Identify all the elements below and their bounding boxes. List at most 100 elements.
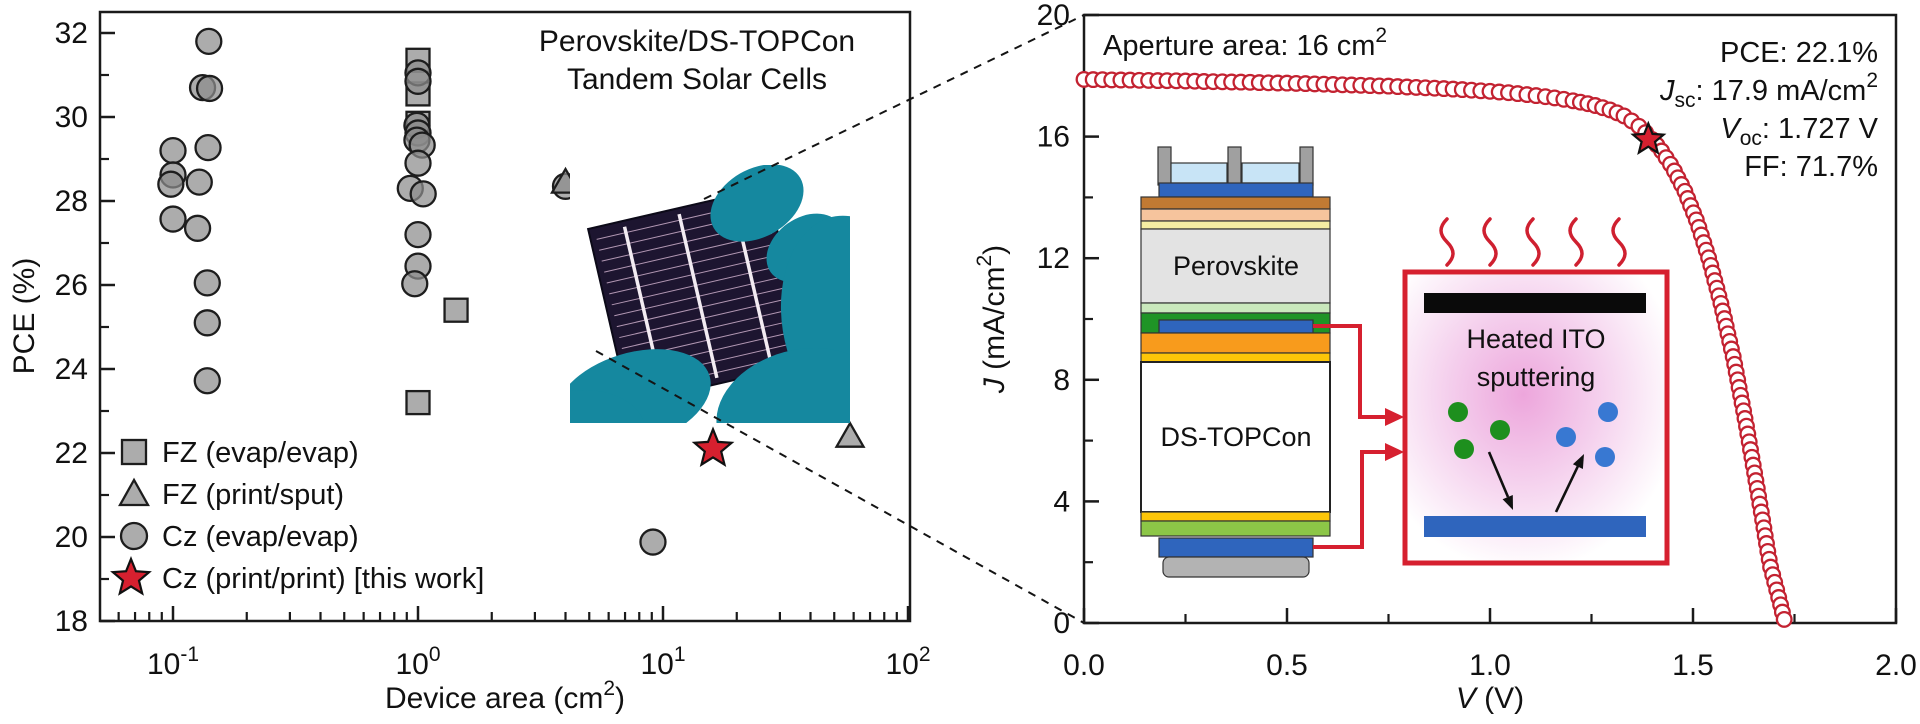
sputter-arrow-up <box>1554 465 1580 513</box>
left-x-tick-label: 100 <box>395 643 440 681</box>
stat-pce: PCE: 22.1% <box>1720 37 1878 69</box>
left-x-tick-label: 10-1 <box>147 643 199 681</box>
module-photo <box>570 165 850 423</box>
stack-layer <box>1157 146 1172 186</box>
stack-layer <box>1170 162 1228 184</box>
scatter-point-circle <box>195 74 224 103</box>
heat-squiggle <box>1611 217 1627 267</box>
right-x-axis-label: V (V) <box>1456 682 1524 715</box>
scatter-point-star <box>691 426 735 467</box>
right-x-tick-label: 0.5 <box>1266 649 1308 682</box>
red-connector-line <box>1313 450 1386 549</box>
stat-jsc: Jsc: 17.9 mA/cm2 <box>1659 69 1878 112</box>
scatter-point-circle <box>159 205 187 233</box>
left-y-axis-label: PCE (%) <box>8 258 41 375</box>
sputter-box-border <box>1402 269 1670 566</box>
stack-layer <box>1140 352 1331 363</box>
right-y-tick-label: 12 <box>1037 242 1070 275</box>
stack-layer <box>1140 332 1331 354</box>
right-x-tick-label: 0.0 <box>1063 649 1105 682</box>
left-x-axis-label: Device area (cm2) <box>385 677 625 715</box>
glove-shape <box>716 348 850 423</box>
stack-layer <box>1158 319 1314 334</box>
stack-layer <box>1227 146 1242 186</box>
scatter-point-circle <box>404 67 432 95</box>
left-x-axis-label-sup: 2 <box>603 677 615 700</box>
topcon-layer-label: DS-TOPCon <box>1160 422 1311 452</box>
stack-layer <box>1140 220 1331 230</box>
stack-layer <box>1158 537 1314 558</box>
scatter-point-circle <box>193 367 221 395</box>
sputter-particle-blue <box>1598 402 1618 422</box>
right-y-tick-label: 4 <box>1053 485 1070 518</box>
legend-triangle-marker <box>118 477 150 507</box>
left-y-tick-label: 22 <box>55 437 88 470</box>
sputter-substrate-bar <box>1424 516 1646 537</box>
stack-layer <box>1241 162 1300 184</box>
right-y-axis-symbol: J <box>978 377 1011 394</box>
scatter-point-circle <box>401 270 429 298</box>
left-x-axis-label-close: ) <box>615 682 625 715</box>
stat-ff: FF: 71.7% <box>1744 151 1878 183</box>
mpp-star-marker <box>1630 120 1667 155</box>
dashed-callout-top <box>703 14 1085 200</box>
scatter-point-circle <box>193 309 221 337</box>
scatter-point-circle <box>404 149 432 177</box>
left-x-tick-label: 101 <box>640 643 685 681</box>
stat-jsc-sub: sc <box>1674 89 1695 112</box>
left-y-tick-label: 28 <box>55 185 88 218</box>
left-y-tick-label: 20 <box>55 521 88 554</box>
stack-layer <box>1140 361 1331 513</box>
stat-voc-value: : 1.727 V <box>1762 113 1879 145</box>
scatter-point-circle <box>404 220 432 249</box>
legend-label-fz-print: FZ (print/sput) <box>162 479 344 511</box>
right-x-tick-label: 2.0 <box>1875 649 1917 682</box>
sputter-particle-blue <box>1556 427 1576 447</box>
sputter-target-bar <box>1424 293 1646 313</box>
scatter-point-square <box>405 389 431 416</box>
left-title-line1: Perovskite/DS-TOPCon <box>539 25 855 58</box>
cell-busbar-line <box>677 213 719 379</box>
stat-voc-sub: oc <box>1740 127 1762 150</box>
stat-jsc-symbol: J <box>1659 75 1675 107</box>
left-y-tick-label: 32 <box>55 17 88 50</box>
stat-jsc-value: : 17.9 mA/cm <box>1695 75 1866 107</box>
right-y-tick-label: 16 <box>1037 121 1070 154</box>
left-y-tick-label: 30 <box>55 101 88 134</box>
stat-voc: Voc: 1.727 V <box>1720 113 1878 150</box>
heat-squiggle <box>1568 217 1584 267</box>
right-x-tick-label: 1.0 <box>1469 649 1511 682</box>
sputter-particle-green <box>1490 420 1510 440</box>
stack-layer <box>1140 196 1331 210</box>
heat-squiggle <box>1482 217 1498 267</box>
stack-layer <box>1158 182 1314 198</box>
aperture-area-value: Aperture area: 16 cm <box>1103 30 1375 62</box>
right-y-axis-close: ) <box>978 245 1011 255</box>
sputter-particle-green <box>1454 439 1474 459</box>
stack-layer <box>1140 208 1331 222</box>
scatter-point-circle <box>193 269 221 297</box>
scatter-point-circle <box>183 214 212 242</box>
heat-squiggle <box>1525 217 1541 267</box>
sputter-title-line1: Heated ITO <box>1466 324 1605 354</box>
scatter-point-circle <box>157 170 185 198</box>
red-connector-arrowhead <box>1385 443 1404 461</box>
scatter-point-circle <box>195 27 223 56</box>
left-x-axis-label-text: Device area (cm <box>385 682 603 715</box>
legend-star-marker <box>110 556 152 596</box>
stack-layer <box>1162 556 1310 578</box>
scatter-point-circle <box>185 168 213 196</box>
right-y-tick-label: 20 <box>1037 0 1070 32</box>
stat-voc-symbol: V <box>1720 113 1742 145</box>
jv-curve-ring <box>1775 610 1793 628</box>
right-x-axis-unit: (V) <box>1476 682 1524 715</box>
right-x-tick-label: 1.5 <box>1672 649 1714 682</box>
right-y-tick-label: 8 <box>1053 364 1070 397</box>
scatter-point-circle <box>409 180 437 208</box>
sputter-arrow-down-head <box>1502 495 1513 510</box>
stack-layer <box>1140 511 1331 522</box>
legend-label-cz-print: Cz (print/print) [this work] <box>162 563 484 595</box>
legend-label-cz-evap: Cz (evap/evap) <box>162 521 359 553</box>
stack-layer <box>1140 520 1331 537</box>
